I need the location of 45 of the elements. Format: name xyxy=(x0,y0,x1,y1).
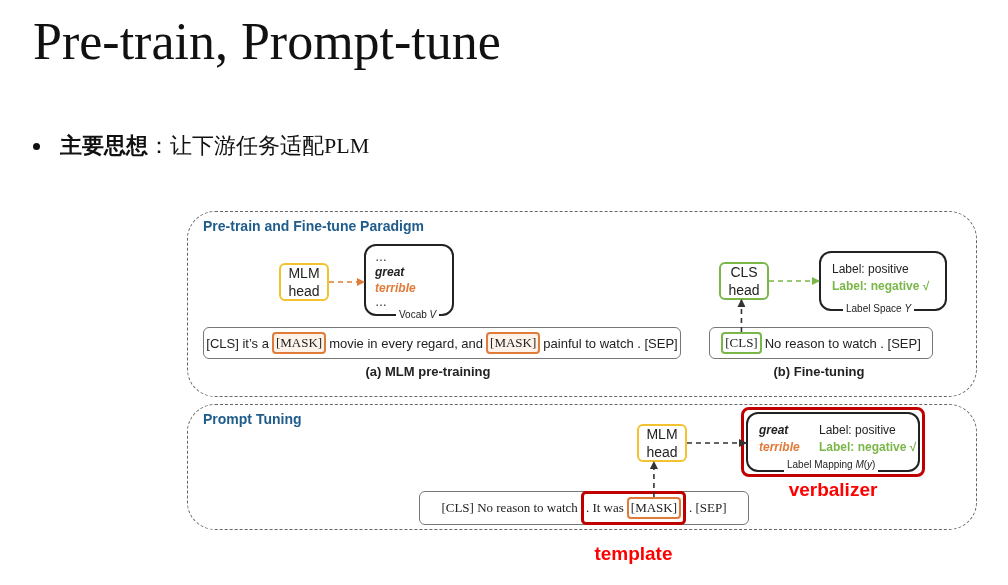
output-item: … xyxy=(374,250,388,264)
token-box: [MASK] xyxy=(271,332,327,354)
input-sentence-box xyxy=(419,491,749,525)
head-box: MLM head xyxy=(279,263,329,301)
dashed-arrow xyxy=(686,439,747,447)
dashed-arrow xyxy=(649,461,658,498)
sentence-text: [CLS] No reason to watch xyxy=(441,500,578,516)
panel-heading: Prompt Tuning xyxy=(203,411,302,427)
slide-title: Pre-train, Prompt-tune xyxy=(33,12,501,71)
token-box: [MASK] xyxy=(486,332,541,354)
highlight-frame xyxy=(580,491,687,525)
box-caption: Label Mapping M(y) xyxy=(784,458,879,472)
output-item: … xyxy=(374,295,388,309)
dashed-panel xyxy=(187,211,977,397)
annotation-label: verbalizer xyxy=(788,479,878,501)
output-item: Label: negative √ xyxy=(831,279,931,293)
subfigure-title: (a) MLM pre-training xyxy=(365,364,491,379)
annotation-label: template xyxy=(594,543,673,565)
output-item: Label: negative √ xyxy=(818,440,918,454)
sentence-text: movie in every regard, and xyxy=(329,335,484,351)
dashed-arrow xyxy=(737,299,746,333)
dashed-arrow xyxy=(768,277,820,285)
output-item: terrible xyxy=(758,440,801,454)
token-box: [MASK] xyxy=(626,497,682,519)
sentence-text: . [SEP] xyxy=(689,500,727,516)
output-item: Label: positive xyxy=(818,423,897,437)
dashed-arrow xyxy=(328,278,365,286)
input-sentence-box xyxy=(709,327,933,359)
output-item: terrible xyxy=(374,281,417,295)
token-box: [CLS] xyxy=(721,332,762,354)
head-box: MLM head xyxy=(637,424,687,462)
bullet-text: 主要思想：让下游任务适配PLM xyxy=(60,132,370,160)
sentence-text: painful to watch . [SEP] xyxy=(543,335,678,351)
box-caption: Label Space Y xyxy=(843,302,915,316)
output-item: Label: positive xyxy=(831,262,910,276)
output-item: great xyxy=(374,265,406,279)
sentence-text: No reason to watch . [SEP] xyxy=(764,335,921,351)
dashed-panel xyxy=(187,404,977,530)
panel-heading: Pre-train and Fine-tune Paradigm xyxy=(203,218,424,234)
output-item: great xyxy=(758,423,790,437)
sentence-text: [CLS] it’s a xyxy=(206,335,269,351)
head-box: CLS head xyxy=(719,262,769,300)
subfigure-title: (b) Fine-tuning xyxy=(773,364,865,379)
sentence-text: . It was xyxy=(585,500,624,516)
input-sentence-box xyxy=(203,327,681,359)
